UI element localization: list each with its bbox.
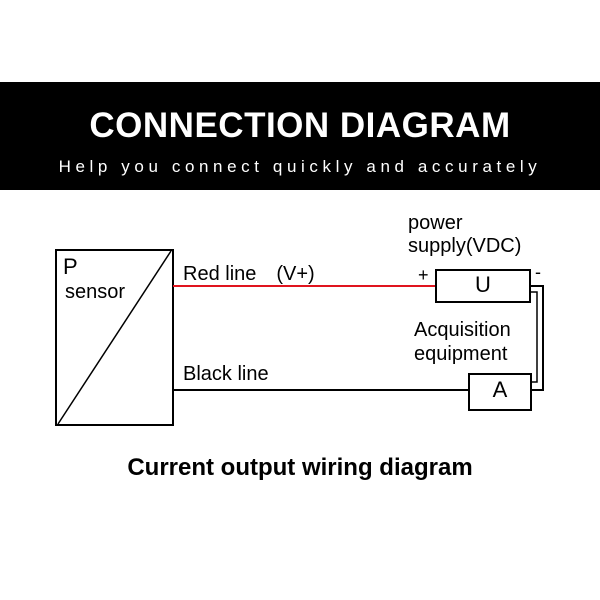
acquisition-box-letter: A [492, 377, 508, 402]
acquisition-label-line2: equipment [414, 343, 508, 365]
power-supply-label-line1: power [408, 212, 463, 234]
power-supply-box-letter: U [475, 272, 491, 297]
sensor-box [55, 249, 174, 426]
sensor-diagonal [57, 250, 172, 425]
negative-terminal-sign: - [535, 262, 541, 282]
sensor-label: sensor [65, 281, 126, 303]
return-wire-inner [530, 291, 538, 383]
header-banner [0, 82, 600, 190]
page-title: CONNECTION DIAGRAM [89, 106, 511, 145]
page-subtitle: Help you connect quickly and accurately [58, 157, 542, 176]
acquisition-label: Acquisition equipment [414, 318, 511, 366]
power-supply-label-line2: supply(VDC) [408, 235, 522, 257]
black-line-label: Black line [183, 363, 269, 385]
sensor-symbol: P [63, 254, 78, 279]
acquisition-box [468, 373, 532, 411]
return-wire [530, 285, 544, 391]
diagram-caption: Current output wiring diagram [127, 454, 473, 481]
acquisition-label-line1: Acquisition [414, 319, 511, 341]
power-supply-label: power supply(VDC) [408, 212, 521, 258]
red-line-label: Red line (V+) [183, 263, 315, 285]
positive-terminal-sign: + [418, 265, 429, 285]
